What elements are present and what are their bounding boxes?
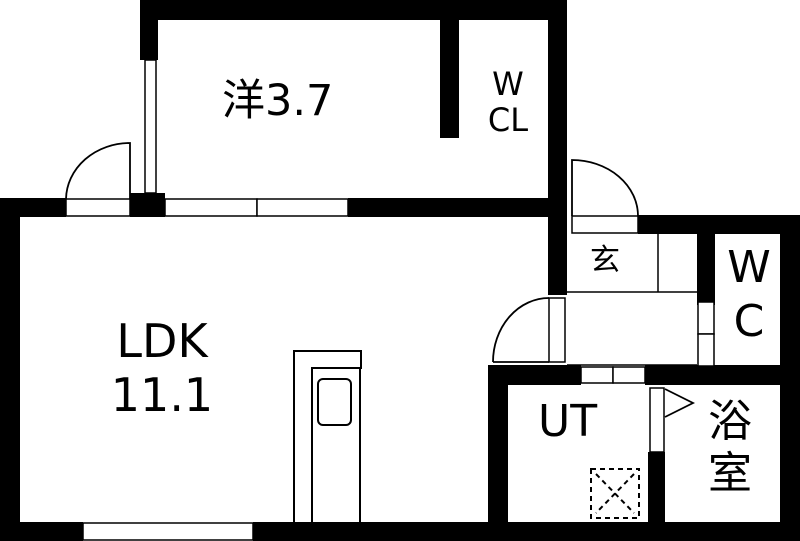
refrigerator-icon: [293, 350, 362, 522]
room-label-genkan: 玄: [590, 243, 620, 278]
room-label-ut: UT: [538, 396, 598, 447]
room-label-western: 洋3.7: [222, 76, 334, 126]
interior-lines: [567, 234, 697, 366]
hall-door-swing-icon: [492, 297, 550, 363]
wc-line1: W: [727, 242, 771, 293]
ldk-line2: 11.1: [110, 368, 214, 422]
room-label-bath: 浴 室: [700, 400, 760, 496]
wc-line2: C: [733, 296, 765, 347]
room-label-wcl: W CL: [478, 68, 538, 136]
washing-machine-icon: [590, 468, 640, 519]
door-swings: [65, 142, 639, 363]
room-label-ldk: LDK 11.1: [102, 318, 222, 418]
bath-line1: 浴: [708, 396, 752, 447]
bath-door-arrow-icon: [664, 388, 696, 418]
entrance-door-swing-icon: [571, 159, 639, 217]
windows: [65, 59, 715, 541]
bath-line2: 室: [708, 448, 752, 499]
ldk-door-swing-icon: [65, 142, 131, 200]
wcl-line1: W: [492, 65, 524, 103]
ldk-line1: LDK: [116, 314, 208, 368]
room-label-wc: W C: [718, 246, 780, 344]
wcl-line2: CL: [487, 101, 529, 139]
